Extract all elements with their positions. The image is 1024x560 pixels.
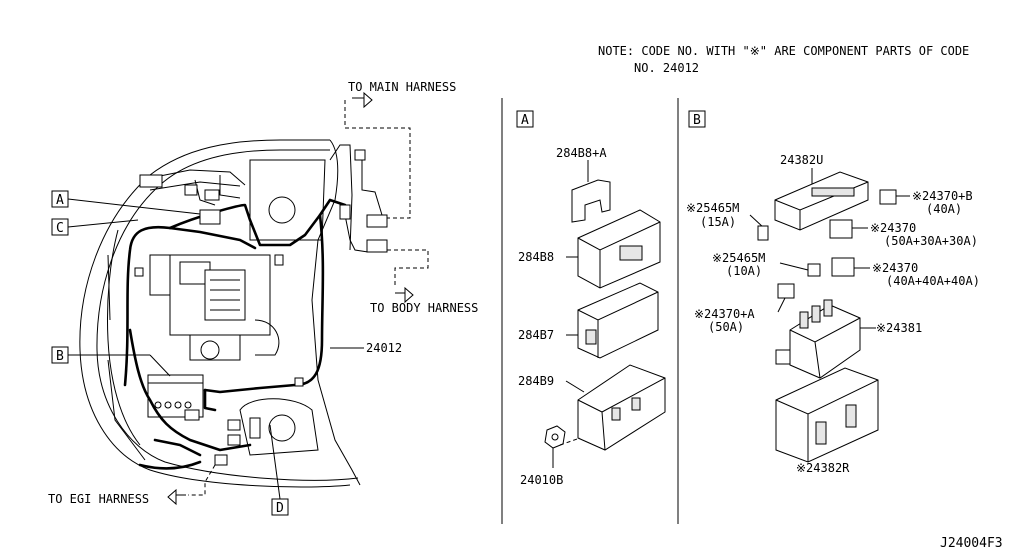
relay-block-24381 bbox=[775, 299, 861, 379]
engine-bay-outline bbox=[79, 139, 361, 488]
fuse-24370-1 bbox=[829, 219, 853, 239]
leader-284b9 bbox=[565, 380, 585, 393]
svg-text:D: D bbox=[276, 501, 284, 516]
part-24370-1-amp: (50A+30A+30A) bbox=[884, 234, 978, 248]
svg-text:C: C bbox=[56, 221, 64, 236]
part-24370a-amp: (50A) bbox=[708, 320, 744, 334]
panel-b-marker-box bbox=[688, 110, 706, 128]
part-24370-2-amp: (40A+40A+40A) bbox=[886, 274, 980, 288]
leader-24370a bbox=[777, 297, 786, 313]
main-part-number: 24012 bbox=[366, 341, 402, 355]
svg-text:B: B bbox=[56, 349, 64, 364]
panel-b-marker: B bbox=[693, 113, 701, 128]
to-body-harness-label: TO BODY HARNESS bbox=[370, 301, 478, 315]
part-284b8: 284B8 bbox=[518, 250, 554, 264]
part-24370b-amp: (40A) bbox=[926, 202, 962, 216]
part-24370-1: ※24370 bbox=[870, 221, 916, 235]
note-line-2: NO. 24012 bbox=[634, 61, 699, 75]
clip-24010b bbox=[544, 425, 581, 449]
part-284b7: 284B7 bbox=[518, 328, 554, 342]
diagram-id: J24004F3 bbox=[940, 536, 1003, 551]
part-25465m-10-amp: (10A) bbox=[726, 264, 762, 278]
part-24370-2: ※24370 bbox=[872, 261, 918, 275]
marker-b: B bbox=[51, 346, 171, 377]
panel-a-marker: A bbox=[521, 113, 529, 128]
fuse-24370-2 bbox=[831, 257, 855, 277]
part-25465m-10: ※25465M bbox=[712, 251, 765, 265]
panel-a-marker-box bbox=[516, 110, 534, 128]
note-line-1: NOTE: CODE NO. WITH "※" ARE COMPONENT PA… bbox=[598, 44, 969, 58]
tray-284b9 bbox=[577, 364, 666, 451]
part-24381: ※24381 bbox=[876, 321, 922, 335]
fuse-25465m-10 bbox=[807, 263, 821, 277]
part-25465m-15: ※25465M bbox=[686, 201, 739, 215]
part-25465m-15-amp: (15A) bbox=[700, 215, 736, 229]
fuse-24370b bbox=[879, 189, 897, 205]
bracket-284b8a bbox=[571, 179, 611, 223]
part-284b9: 284B9 bbox=[518, 374, 554, 388]
connectors bbox=[134, 149, 388, 466]
part-24382r: ※24382R bbox=[796, 461, 850, 475]
part-24382u: 24382U bbox=[780, 153, 823, 167]
harness-routes bbox=[167, 91, 429, 506]
part-24370a: ※24370+A bbox=[694, 307, 755, 321]
marker-d: D bbox=[269, 424, 289, 516]
fuse-block-24382r bbox=[775, 367, 879, 463]
leader-25465m-10 bbox=[779, 262, 809, 271]
fuse-25465m-15 bbox=[757, 225, 769, 241]
marker-c: C bbox=[51, 218, 139, 236]
svg-text:A: A bbox=[56, 193, 64, 208]
block-284b7 bbox=[577, 282, 659, 359]
to-main-harness-label: TO MAIN HARNESS bbox=[348, 80, 456, 94]
part-24010b: 24010B bbox=[520, 473, 563, 487]
fuse-24370a bbox=[777, 283, 795, 299]
part-284b8a: 284B8+A bbox=[556, 146, 607, 160]
marker-a: A bbox=[51, 190, 201, 215]
fuse-block-24382u bbox=[774, 171, 869, 231]
cover-284b8 bbox=[577, 209, 661, 289]
to-egi-harness-label: TO EGI HARNESS bbox=[48, 492, 149, 506]
engine-block bbox=[149, 254, 280, 361]
part-24370b: ※24370+B bbox=[912, 189, 973, 203]
